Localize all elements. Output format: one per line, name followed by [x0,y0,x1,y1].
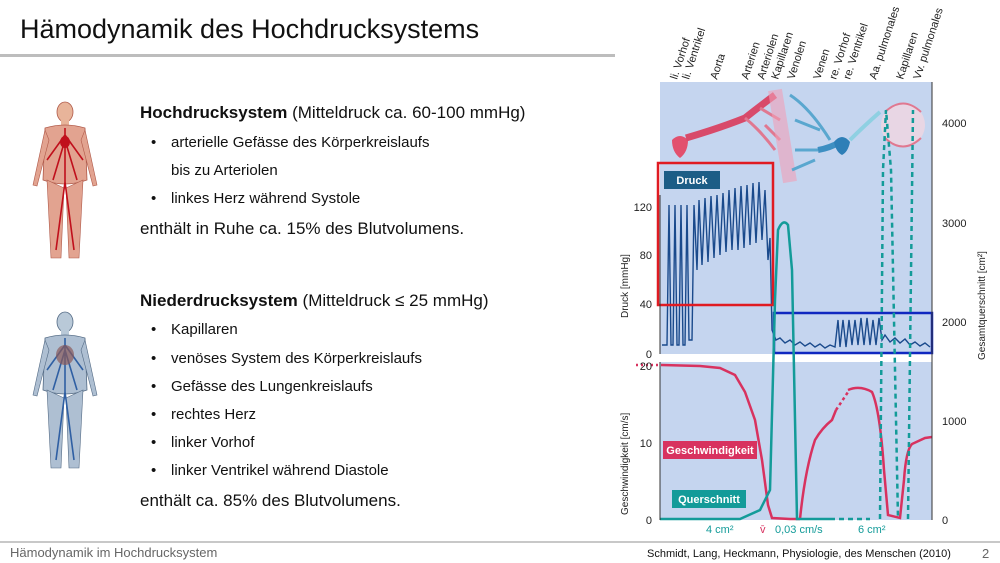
bullet-text: linker Vorhof [171,434,255,451]
bullet-text: bis zu Arteriolen [171,162,278,179]
y-tick-0-top: 0 [646,349,652,361]
querschnitt-badge-label: Querschnitt [678,494,740,506]
y-tick-40: 40 [640,299,652,311]
pressure-curve [662,181,931,349]
y-axis-title-velocity: Geschwindigkeit [cm/s] [620,413,631,515]
bullet-text: Gefässe des Lungenkreislaufs [171,378,373,395]
druck-badge [664,171,720,189]
venous-body-illustration [32,311,98,469]
y2-tick-0: 0 [942,515,948,527]
low-bullet-5: •linker Vorhof [151,434,255,451]
high-summary: enthält in Ruhe ca. 15% des Blutvolumens… [140,219,465,238]
footer-source: Schmidt, Lang, Heckmann, Physiologie, de… [647,548,951,560]
cross-section-curve-dashed [830,109,900,521]
annotation-vbar: v̄ [760,524,766,536]
bullet-text: Kapillaren [171,321,238,338]
low-bullet-2: •venöses System des Körperkreislaufs [151,350,422,367]
y2-axis-title: Gesamtquerschnitt [cm²] [977,251,988,360]
annotation-6cm2: 6 cm² [858,524,886,536]
page-number: 2 [982,546,990,561]
hemodynamics-figure: li. Vorhof li. Ventrikel Aorta Arterien … [620,5,988,536]
slide-title: Hämodynamik des Hochdrucksystems [20,14,480,44]
high-pressure-heading: Hochdrucksystem (Mitteldruck ca. 60-100 … [140,102,525,124]
y-axis-title-pressure: Druck [mmHg] [620,254,631,318]
high-bullet-2: •linkes Herz während Systole [151,190,361,207]
y-tick-20: 20 [640,361,652,373]
low-bullet-1: •Kapillaren [151,321,238,338]
y2-tick-4000: 4000 [942,118,966,130]
bullet-text: rechtes Herz [171,406,257,423]
title-divider [0,54,615,57]
low-pressure-title: Niederdrucksystem [140,291,298,310]
low-bullet-6: •linker Ventrikel während Diastole [151,462,389,479]
high-pressure-highlight-box [656,161,775,307]
velocity-curve-dashed [834,391,850,411]
bullet-text: venöses System des Körperkreislaufs [171,350,422,367]
y2-tick-2000: 2000 [942,317,966,329]
vessel-labels: li. Vorhof li. Ventrikel Aorta Arterien … [668,5,946,81]
low-pressure-subtitle: (Mitteldruck ≤ 25 mmHg) [297,291,489,310]
label-aorta: Aorta [708,51,728,81]
low-summary: enthält ca. 85% des Blutvolumens. [140,491,401,510]
velocity-curve [661,363,800,521]
geschwindigkeit-badge-label: Geschwindigkeit [666,445,754,457]
footer-title: Hämodynamik im Hochdrucksystem [10,545,218,560]
bullet-text: arterielle Gefässe des Körperkreislaufs [171,134,430,151]
low-bullet-3: •Gefässe des Lungenkreislaufs [151,378,373,395]
bullet-text: linker Ventrikel während Diastole [171,462,389,479]
high-bullet-1: •arterielle Gefässe des Körperkreislaufs [151,134,430,151]
high-pressure-title: Hochdrucksystem [140,103,288,122]
velocity-curve-venous [798,409,838,520]
low-bullet-4: •rechtes Herz [151,406,257,423]
y2-tick-1000: 1000 [942,416,966,428]
y-tick-120: 120 [634,202,652,214]
querschnitt-badge [672,490,746,508]
vessel-tree [672,88,925,184]
annotation-003: 0,03 cm/s [775,524,823,536]
arterial-body-illustration [32,101,98,259]
footer-divider [0,541,1000,543]
annotation-4cm2: 4 cm² [706,524,734,536]
y2-tick-3000: 3000 [942,218,966,230]
bullet-text: linkes Herz während Systole [171,190,361,207]
geschwindigkeit-badge [663,441,757,459]
y-tick-10: 10 [640,438,652,450]
low-pressure-heading: Niederdrucksystem (Mitteldruck ≤ 25 mmHg… [140,290,489,312]
y-tick-0-bottom: 0 [646,515,652,527]
druck-badge-label: Druck [676,175,708,187]
cross-section-curve [660,221,830,521]
high-pressure-subtitle: (Mitteldruck ca. 60-100 mmHg) [287,103,526,122]
y-tick-80: 80 [640,250,652,262]
panel-gap [660,354,932,362]
high-bullet-1-cont: bis zu Arteriolen [171,162,278,179]
